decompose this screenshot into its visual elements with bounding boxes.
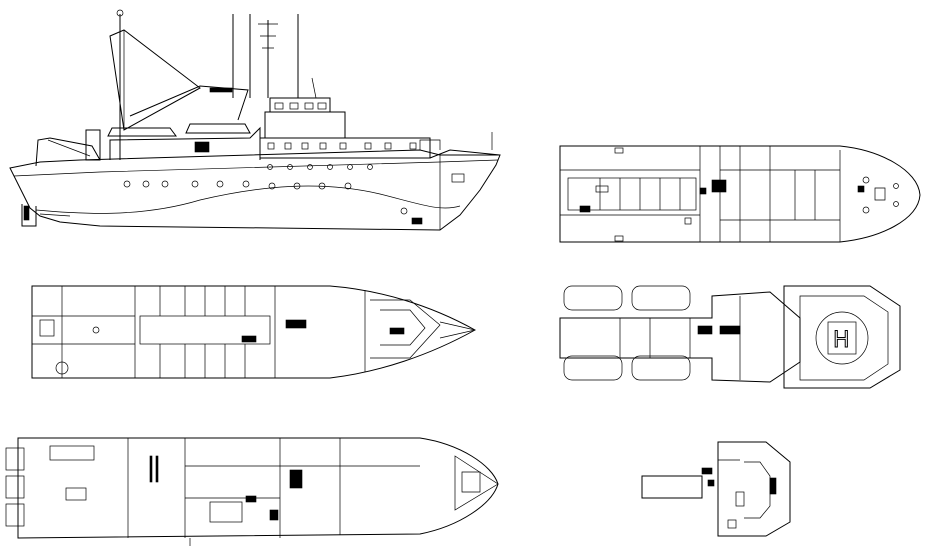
deck-plan-helideck: H (559, 285, 901, 389)
deck-plan-bridge-top (641, 441, 791, 537)
helipad-mark-text: H (833, 328, 850, 353)
deck-plan-middle-left (31, 285, 477, 379)
deck-plan-top-right (559, 145, 921, 243)
side-elevation-view (9, 9, 501, 231)
deck-plan-bottom-left (5, 437, 499, 546)
